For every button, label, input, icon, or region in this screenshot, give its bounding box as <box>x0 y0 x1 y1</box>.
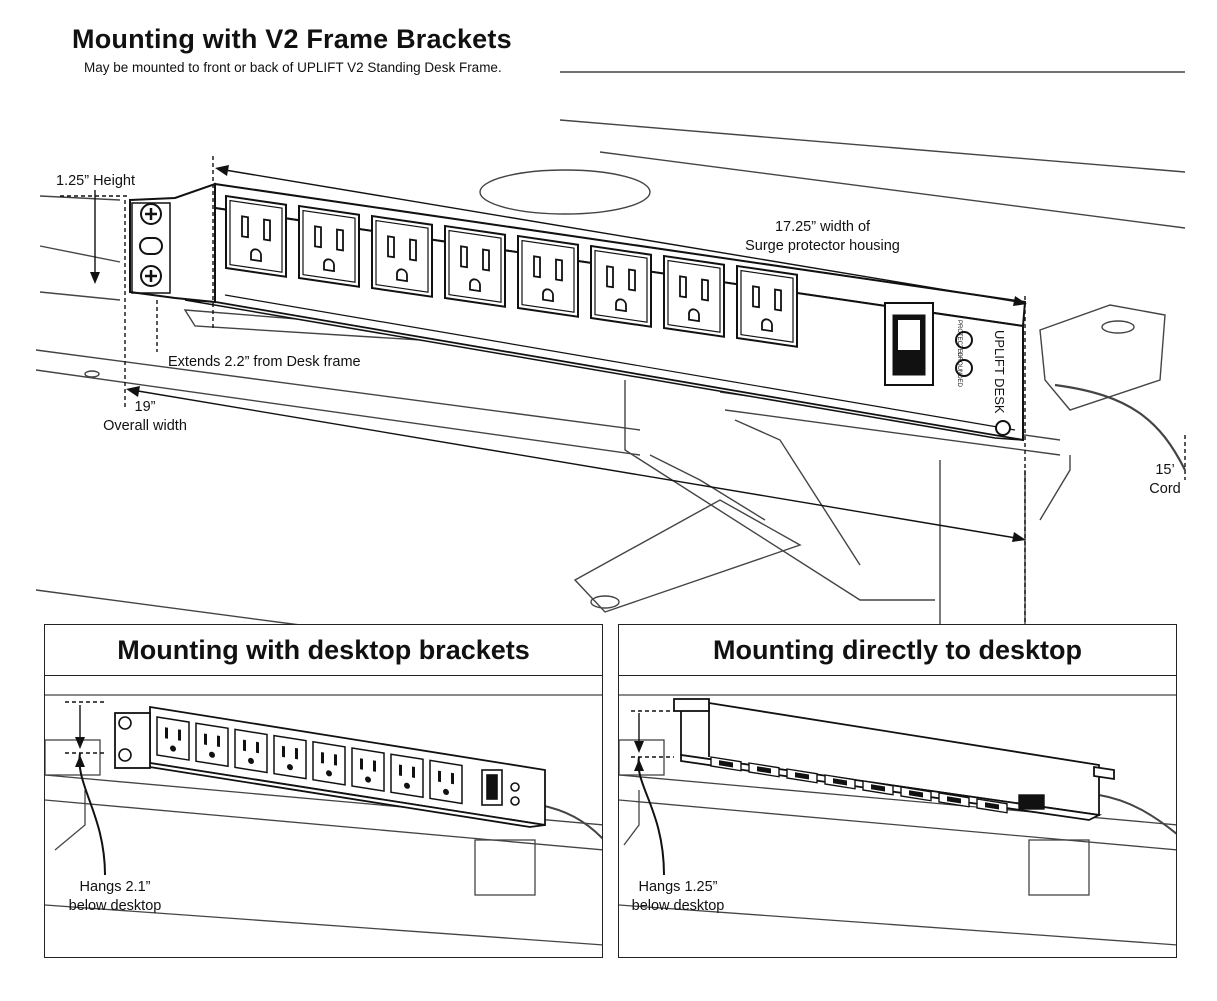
outlet-icon <box>938 792 970 808</box>
outlet-icon <box>225 194 287 278</box>
outlet-icon <box>234 728 268 774</box>
arrowheads <box>90 165 1027 542</box>
cord-length-label: 15’ Cord <box>1140 461 1190 499</box>
hang-note-line1: Hangs 1.25” <box>638 879 718 895</box>
outlet-icon <box>390 753 424 799</box>
page-subtitle: May be mounted to front or back of UPLIF… <box>84 60 502 75</box>
outlet-icon <box>900 786 932 802</box>
outlet-icon <box>517 234 579 318</box>
outlet-icon <box>429 759 463 805</box>
screw-icon <box>139 203 1011 436</box>
indicator-light-icon <box>955 331 973 377</box>
outlet-icon <box>273 734 307 780</box>
overall-width-line1: 19” <box>134 399 156 415</box>
overall-width-line2: Overall width <box>103 418 187 434</box>
outlet-icon <box>736 264 798 348</box>
outlet-icon <box>976 798 1008 814</box>
outlet-group <box>225 194 798 348</box>
hang-note-line2: below desktop <box>68 898 162 914</box>
outlet-icon <box>824 774 856 790</box>
grounded-label: GROUNDED <box>956 352 962 388</box>
hang-note-line2: below desktop <box>631 898 725 914</box>
height-label: 1.25” Height <box>56 173 135 189</box>
outlet-icon <box>351 747 385 792</box>
outlet-icon <box>862 780 894 796</box>
outlet-icon <box>298 204 360 288</box>
hang-note: Hangs 2.1” below desktop <box>45 878 185 916</box>
outlet-icon <box>663 254 725 338</box>
brand-logo-text: UPLIFT DESK <box>992 330 1007 414</box>
outlet-icon <box>748 762 780 778</box>
outlet-icon <box>312 740 346 786</box>
extends-label: Extends 2.2” from Desk frame <box>168 354 361 370</box>
outlet-icon <box>786 768 818 784</box>
hang-note-line1: Hangs 2.1” <box>79 879 151 895</box>
panel-illustration <box>45 694 602 946</box>
outlet-icon <box>371 214 433 298</box>
outlet-icon <box>444 224 506 308</box>
housing-width-label: 17.25” width of Surge protector housing <box>735 218 910 256</box>
panel-title: Mounting directly to desktop <box>619 625 1176 676</box>
panel-direct-desktop: Mounting directly to desktop <box>618 624 1177 958</box>
outlet-icon <box>195 722 229 768</box>
power-switch-icon <box>884 302 934 386</box>
panel-desktop-brackets: Mounting with desktop brackets <box>44 624 603 958</box>
brand-logo: UPLIFT DESK PROTECTED GROUNDED <box>956 320 1007 414</box>
panel-illustration <box>619 694 1176 946</box>
overall-width-label: 19” Overall width <box>90 398 200 436</box>
hang-note: Hangs 1.25” below desktop <box>619 878 737 916</box>
panel-title: Mounting with desktop brackets <box>45 625 602 676</box>
outlet-icon <box>710 756 742 772</box>
cord-length-line2: Cord <box>1149 481 1181 497</box>
page-title: Mounting with V2 Frame Brackets <box>72 24 512 54</box>
dimension-lines <box>60 156 1186 625</box>
housing-width-line2: Surge protector housing <box>745 238 900 254</box>
outlet-icon <box>156 716 190 761</box>
cord-length-line1: 15’ <box>1155 462 1175 478</box>
outlet-icon <box>590 244 652 328</box>
housing-width-line1: 17.25” width of <box>774 219 871 235</box>
protected-label: PROTECTED <box>956 320 962 358</box>
